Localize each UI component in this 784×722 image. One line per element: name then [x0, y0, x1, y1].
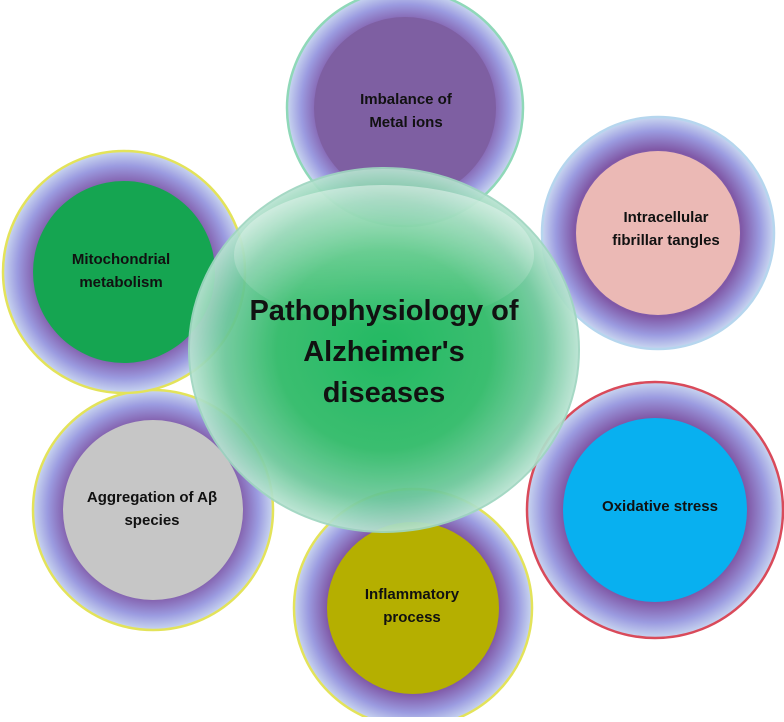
node-label-aggregation-line-2: species: [124, 512, 180, 529]
node-metal: [285, 0, 525, 228]
center-circle: [188, 167, 580, 533]
node-aggregation: [31, 388, 275, 632]
center-title-line-2: Alzheimer's: [303, 336, 465, 368]
node-inflammatory-core: [327, 522, 499, 694]
node-label-metal: Imbalance of Metal ions: [306, 88, 506, 134]
center-title-line-1: Pathophysiology of: [249, 295, 519, 327]
node-label-oxidative: Oxidative stress: [545, 495, 775, 518]
node-aggregation-core: [63, 420, 243, 600]
center-title: Pathophysiology of Alzheimer's diseases: [204, 291, 564, 414]
center-title-line-3: diseases: [322, 377, 446, 409]
node-label-aggregation-line-1: Aggregation of Aβ: [86, 489, 218, 506]
node-mitochondrial: [1, 149, 247, 395]
node-metal-core: [314, 17, 496, 199]
node-label-tangles-line-2: fibrillar tangles: [612, 232, 720, 249]
node-label-inflammatory: Inflammatory process: [312, 583, 512, 629]
node-tangles: [540, 115, 776, 351]
node-label-mitochondrial-line-2: metabolism: [79, 274, 163, 291]
node-label-metal-line-2: Metal ions: [369, 114, 443, 131]
node-label-tangles-line-1: Intracellular: [623, 209, 709, 226]
node-label-inflammatory-line-2: process: [383, 609, 441, 626]
node-label-inflammatory-line-1: Inflammatory: [364, 586, 460, 603]
node-label-tangles: Intracellular fibrillar tangles: [566, 206, 766, 252]
node-label-mitochondrial: Mitochondrial metabolism: [21, 248, 221, 294]
node-label-aggregation: Aggregation of Aβ species: [42, 486, 262, 532]
node-inflammatory: [292, 487, 534, 722]
node-label-mitochondrial-line-1: Mitochondrial: [71, 251, 171, 268]
node-mitochondrial-core: [33, 181, 215, 363]
node-oxidative: [525, 380, 784, 640]
node-label-oxidative-line-1: Oxidative stress: [602, 498, 718, 515]
node-label-metal-line-1: Imbalance of: [360, 91, 452, 108]
node-tangles-core: [576, 151, 740, 315]
node-oxidative-core: [563, 418, 747, 602]
